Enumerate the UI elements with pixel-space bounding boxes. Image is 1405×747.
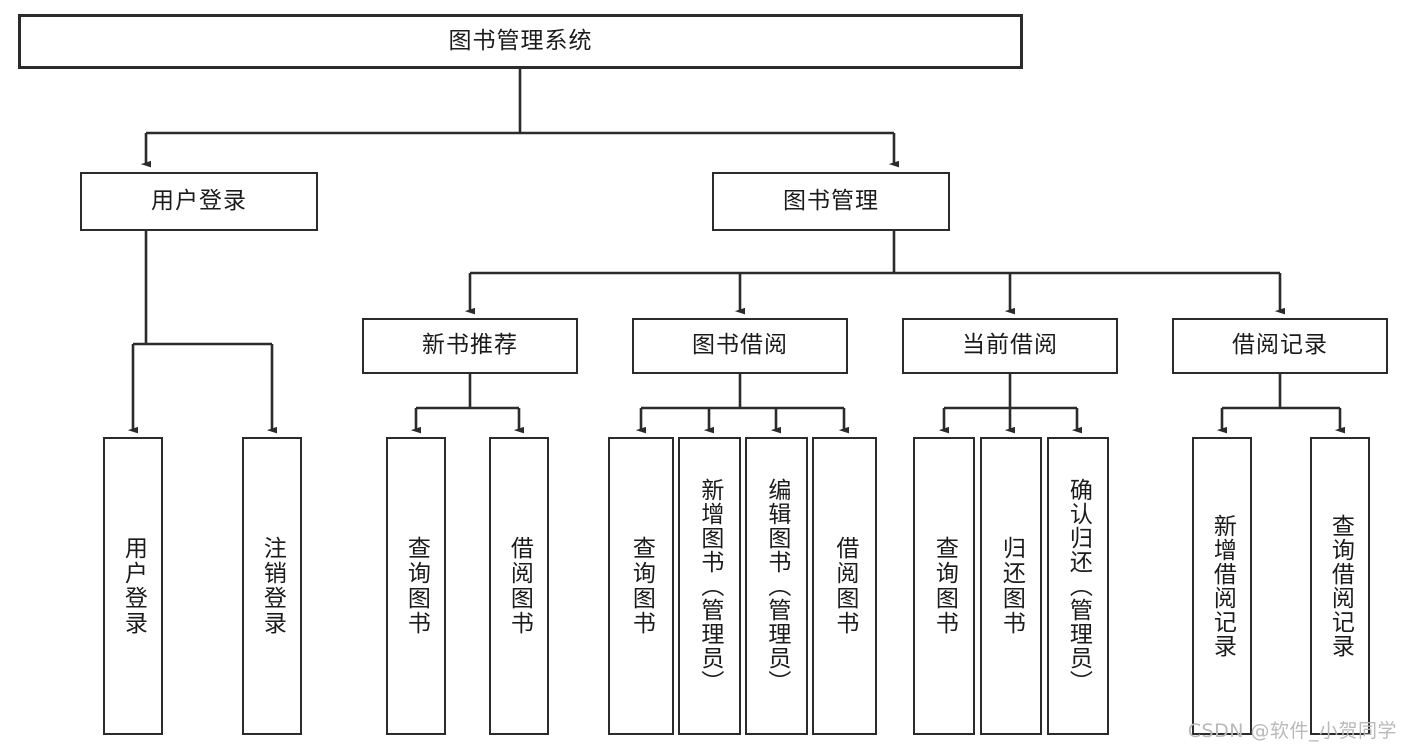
leaf-borrow-book[interactable]: 借阅图书 bbox=[812, 437, 877, 735]
leaf-query-borrow-record[interactable]: 查询借阅记录 bbox=[1310, 437, 1370, 735]
leaf-user-login[interactable]: 用户登录 bbox=[103, 437, 163, 735]
leaf-logout[interactable]: 注销登录 bbox=[242, 437, 302, 735]
leaf-query-book-newbook[interactable]: 查询图书 bbox=[386, 437, 446, 735]
node-label: 确认归还（管理员） bbox=[1065, 478, 1092, 694]
node-label: 图书借阅 bbox=[692, 332, 788, 359]
leaf-query-book-current[interactable]: 查询图书 bbox=[913, 437, 975, 735]
node-label: 新增借阅记录 bbox=[1209, 514, 1236, 658]
node-user-login[interactable]: 用户登录 bbox=[80, 172, 318, 231]
node-label: 归还图书 bbox=[998, 536, 1025, 636]
node-root[interactable]: 图书管理系统 bbox=[18, 14, 1023, 69]
node-book-management[interactable]: 图书管理 bbox=[712, 172, 950, 231]
node-label: 新增图书（管理员） bbox=[696, 478, 723, 694]
node-label: 图书管理系统 bbox=[448, 27, 593, 54]
leaf-query-book-borrow[interactable]: 查询图书 bbox=[608, 437, 674, 735]
node-label: 注销登录 bbox=[259, 536, 286, 636]
node-label: 借阅记录 bbox=[1232, 332, 1328, 359]
node-label: 用户登录 bbox=[151, 187, 247, 214]
node-new-book-recommend[interactable]: 新书推荐 bbox=[362, 318, 578, 374]
node-label: 查询借阅记录 bbox=[1327, 514, 1354, 658]
node-label: 借阅图书 bbox=[506, 536, 533, 636]
leaf-confirm-return-admin[interactable]: 确认归还（管理员） bbox=[1047, 437, 1109, 735]
node-label: 用户登录 bbox=[120, 536, 147, 636]
node-label: 当前借阅 bbox=[962, 332, 1058, 359]
leaf-add-borrow-record[interactable]: 新增借阅记录 bbox=[1192, 437, 1252, 735]
node-label: 借阅图书 bbox=[831, 536, 858, 636]
node-book-borrow[interactable]: 图书借阅 bbox=[632, 318, 848, 374]
node-label: 查询图书 bbox=[403, 536, 430, 636]
leaf-edit-book-admin[interactable]: 编辑图书（管理员） bbox=[745, 437, 808, 735]
node-borrow-record[interactable]: 借阅记录 bbox=[1172, 318, 1388, 374]
node-label: 图书管理 bbox=[783, 187, 879, 214]
leaf-add-book-admin[interactable]: 新增图书（管理员） bbox=[678, 437, 741, 735]
node-label: 编辑图书（管理员） bbox=[763, 478, 790, 694]
node-label: 查询图书 bbox=[628, 536, 655, 636]
node-label: 查询图书 bbox=[931, 536, 958, 636]
leaf-borrow-book-newbook[interactable]: 借阅图书 bbox=[489, 437, 549, 735]
node-label: 新书推荐 bbox=[422, 332, 518, 359]
node-current-borrow[interactable]: 当前借阅 bbox=[902, 318, 1118, 374]
leaf-return-book[interactable]: 归还图书 bbox=[980, 437, 1042, 735]
